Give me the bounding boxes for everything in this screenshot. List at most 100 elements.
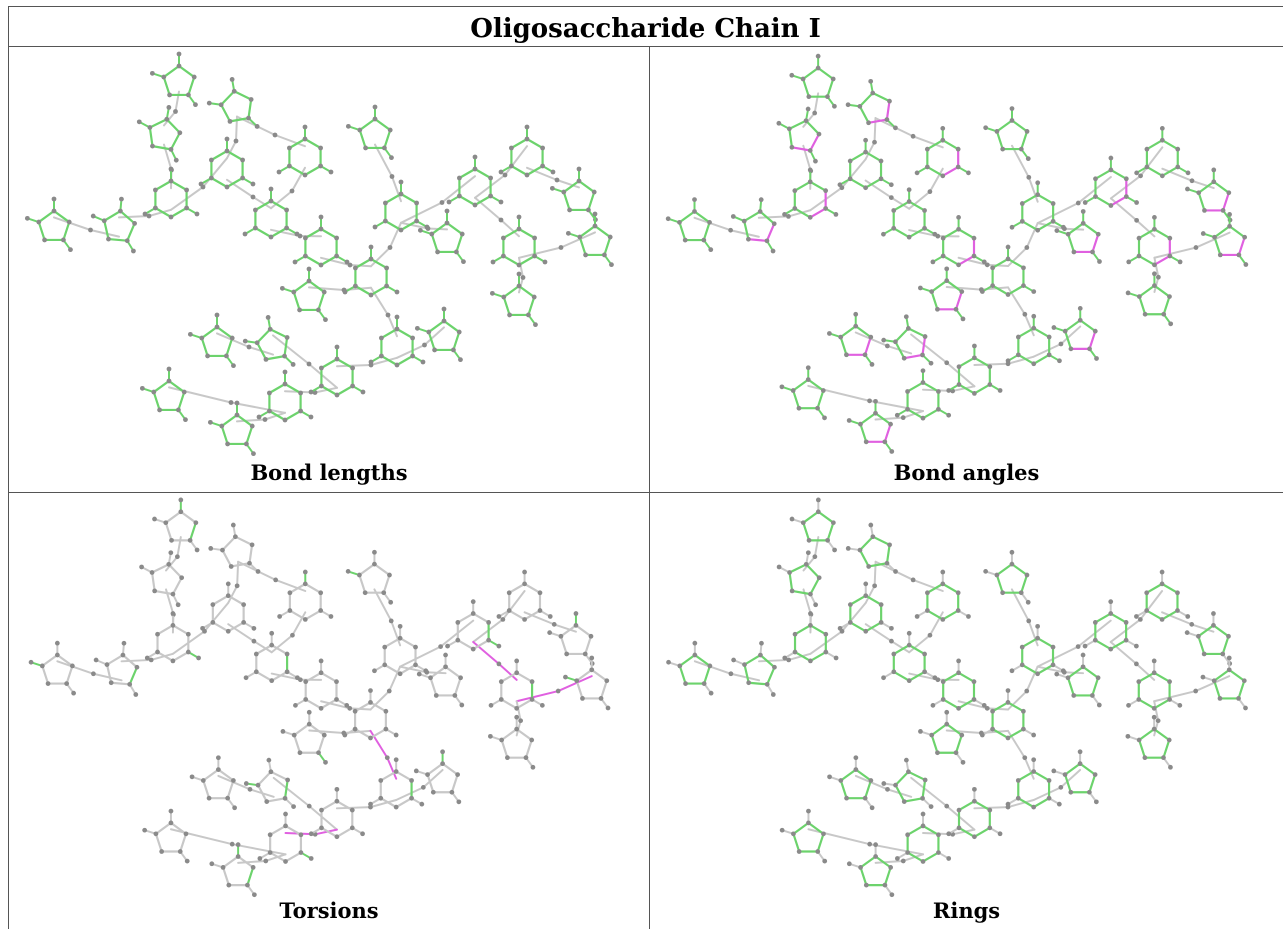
- atom: [928, 804, 934, 809]
- atom: [692, 197, 697, 202]
- atom: [291, 732, 297, 738]
- atom: [268, 186, 274, 192]
- atom: [1018, 590, 1024, 596]
- ring-bond: [395, 797, 413, 809]
- ring-bond: [1162, 738, 1171, 759]
- atom: [1019, 218, 1025, 224]
- atom: [424, 224, 430, 230]
- atom: [368, 801, 373, 807]
- table-border-center: [649, 46, 650, 929]
- glycosidic-bond: [237, 859, 267, 864]
- atom: [298, 832, 304, 838]
- atom: [267, 408, 272, 414]
- ring-bond: [1010, 563, 1029, 577]
- ring-bond: [62, 220, 71, 242]
- ring-bond: [369, 701, 387, 713]
- atom: [1156, 274, 1161, 280]
- glycosidic-bond: [945, 361, 976, 388]
- ring-bond: [930, 733, 939, 754]
- atom: [903, 314, 909, 320]
- atom: [837, 182, 843, 188]
- glycosidic-bond: [729, 229, 760, 238]
- glycosidic-bond: [291, 611, 307, 637]
- ring-bond: [945, 279, 963, 293]
- atom: [247, 560, 252, 566]
- atom: [1035, 180, 1041, 186]
- atom: [863, 137, 868, 143]
- atom: [328, 169, 334, 175]
- atom: [959, 732, 965, 738]
- atom: [881, 231, 886, 237]
- ring-bond: [864, 594, 883, 606]
- atom: [347, 705, 353, 711]
- ring-bond: [1153, 254, 1171, 266]
- ring-bond: [1066, 665, 1085, 679]
- atom: [516, 271, 522, 277]
- ring-bond: [288, 164, 307, 177]
- ring-bond: [802, 510, 820, 524]
- atom: [1211, 167, 1217, 173]
- glycosidic-bond: [957, 256, 989, 266]
- ring-bond: [1162, 295, 1171, 316]
- atom: [206, 795, 212, 801]
- atom: [531, 294, 537, 300]
- ring-bond: [849, 594, 867, 606]
- ring-bond: [908, 200, 926, 212]
- glycosidic-bond: [902, 853, 925, 862]
- ring-bond: [369, 284, 388, 297]
- ring-bond: [849, 151, 867, 163]
- atom: [1159, 125, 1165, 131]
- ring-bond: [177, 390, 186, 412]
- ring-bond: [65, 664, 74, 685]
- ring-bond: [921, 778, 927, 800]
- atom: [368, 735, 373, 741]
- atom: [960, 759, 966, 765]
- atom: [757, 209, 763, 214]
- atom: [1125, 733, 1131, 739]
- atom: [379, 353, 384, 359]
- atom: [1021, 283, 1026, 289]
- atom: [979, 732, 985, 738]
- ring-bond: [991, 727, 1010, 740]
- atom: [417, 227, 423, 233]
- atom: [1000, 590, 1006, 596]
- atom: [457, 175, 462, 181]
- atom: [241, 602, 247, 607]
- atom: [280, 729, 286, 734]
- atom: [524, 172, 530, 178]
- ring-bond: [908, 644, 926, 656]
- atom: [815, 849, 821, 854]
- ring-bond: [849, 621, 867, 633]
- atom: [265, 315, 271, 320]
- glycosidic-bond: [336, 364, 372, 368]
- ring-bond: [369, 257, 388, 270]
- atom: [251, 625, 257, 631]
- atom: [866, 564, 872, 569]
- atom: [1167, 235, 1173, 241]
- atom: [1021, 726, 1026, 732]
- atom: [42, 237, 47, 243]
- atom: [906, 630, 912, 636]
- glycosidic-bond: [226, 178, 254, 198]
- atom: [486, 620, 491, 625]
- atom: [441, 306, 447, 312]
- atom: [1015, 795, 1021, 801]
- atom: [1024, 688, 1030, 694]
- ring-bond: [458, 194, 477, 207]
- atom: [461, 259, 466, 265]
- ring-bond: [1145, 165, 1164, 177]
- atom: [987, 364, 993, 370]
- atom: [910, 133, 916, 139]
- atom: [501, 235, 506, 241]
- atom: [539, 703, 545, 708]
- atom: [384, 755, 390, 761]
- ring-bond: [384, 219, 403, 232]
- atom: [318, 658, 324, 664]
- atom: [139, 564, 144, 570]
- atom: [185, 631, 191, 637]
- ring-bond: [1063, 762, 1082, 776]
- atom: [279, 285, 285, 291]
- atom: [372, 561, 377, 567]
- atom: [683, 681, 688, 686]
- atom: [981, 703, 987, 708]
